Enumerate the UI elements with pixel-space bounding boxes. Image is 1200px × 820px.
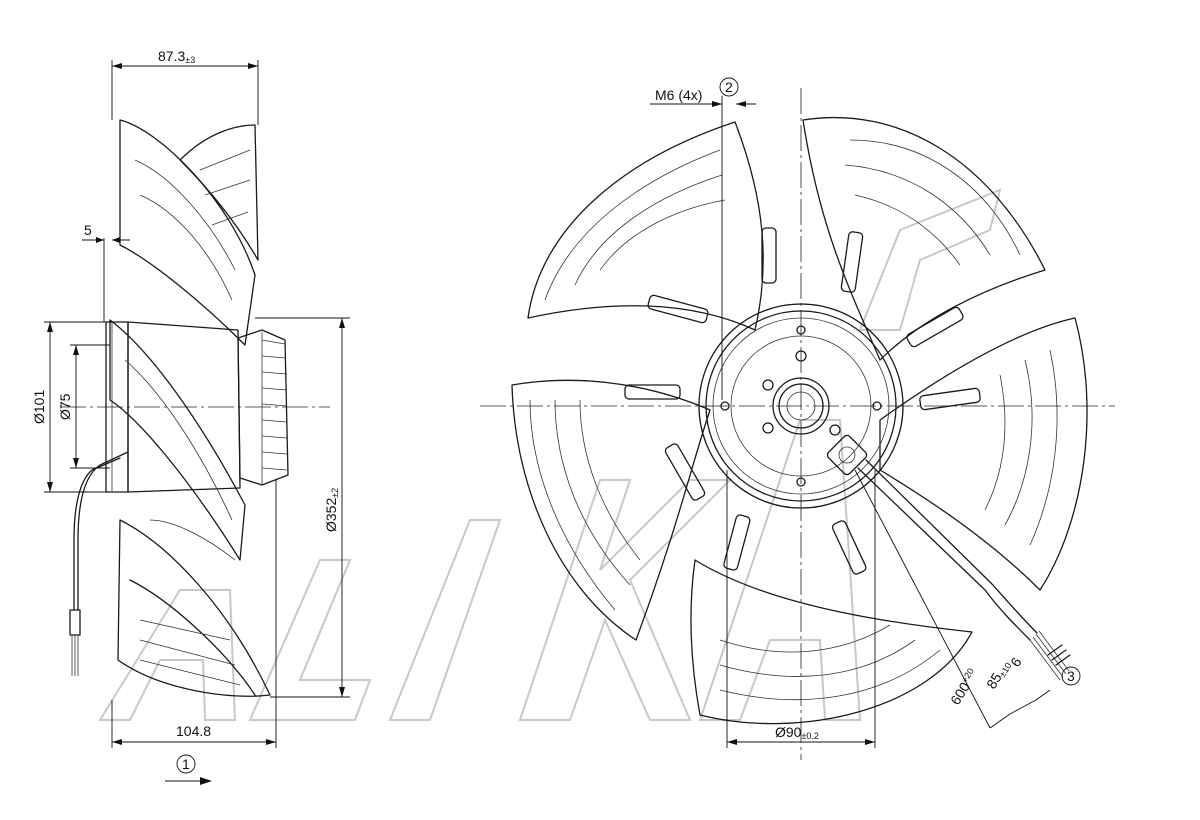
dim-offset-5: 5 xyxy=(84,222,92,238)
side-view-dimensions: 87.3±3 104.8 5 Ø101 Ø75 Ø xyxy=(31,48,350,785)
callout-3: 3 xyxy=(1067,668,1075,684)
dim-width-87: 87.3±3 xyxy=(158,48,195,65)
front-view xyxy=(480,88,1115,760)
front-view-dimensions: M6 (4x) 2 Ø90±0.2 600+20 85±10 6 3 xyxy=(650,77,1081,748)
dim-thread-m6: M6 (4x) xyxy=(655,87,702,103)
cable-gland xyxy=(826,434,868,476)
callout-1: 1 xyxy=(182,756,190,772)
dim-width-104: 104.8 xyxy=(176,723,211,739)
dim-dia-75: Ø75 xyxy=(57,393,73,420)
side-view xyxy=(60,119,330,697)
dim-dia-90: Ø90±0.2 xyxy=(775,724,819,741)
dim-dia-101: Ø101 xyxy=(31,390,47,424)
callout-2: 2 xyxy=(725,79,733,95)
dim-dia-352: Ø352±2 xyxy=(323,488,340,532)
